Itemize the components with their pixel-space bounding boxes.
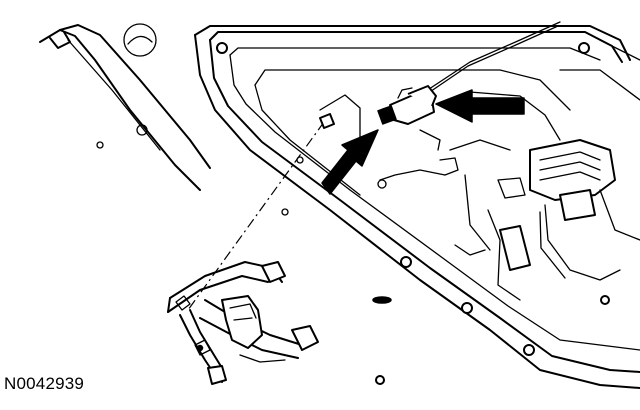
removed-bracket — [167, 261, 319, 385]
leader-line — [187, 113, 335, 311]
arrow-callout-icon — [321, 89, 525, 195]
inner-panel-rim — [194, 25, 640, 389]
latch-connector — [377, 85, 459, 189]
regulator-motor — [454, 139, 640, 301]
release-cable — [417, 21, 561, 101]
figure-id-label: N0042939 — [4, 374, 85, 393]
door-shell-left — [39, 23, 211, 191]
